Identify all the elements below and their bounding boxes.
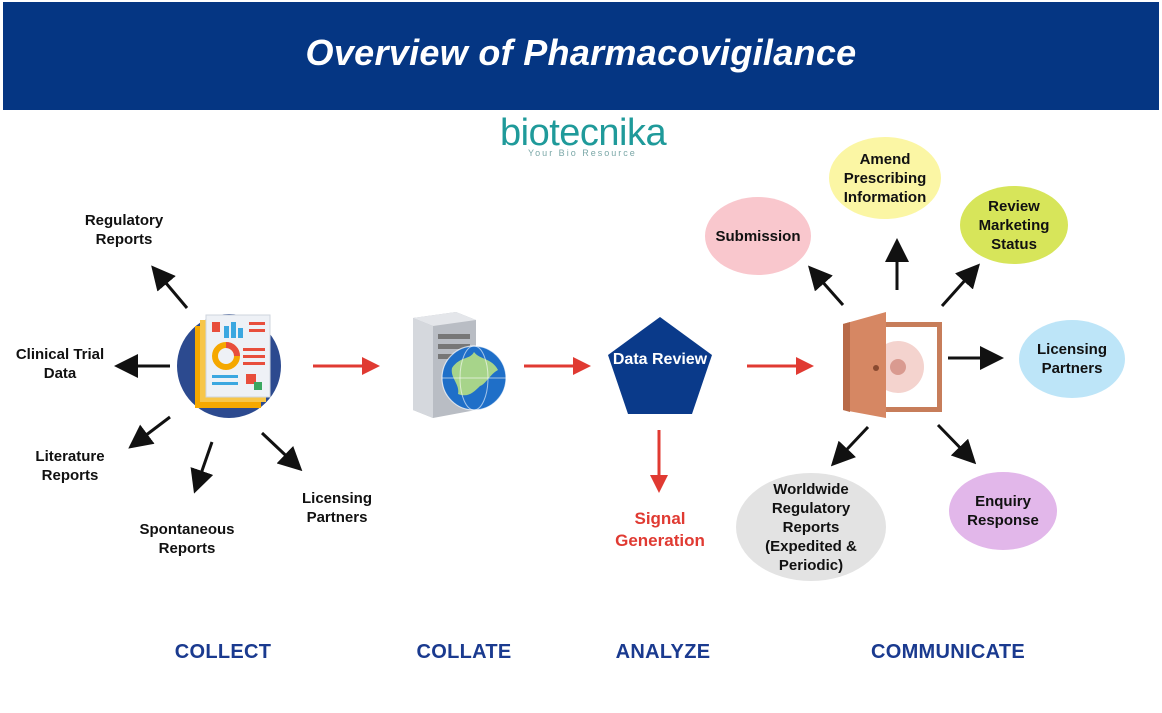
source-clinical-trial-data: Clinical Trial Data [15, 346, 105, 382]
stage-collect: COLLECT [174, 641, 272, 663]
arrow-licensing-partners [260, 431, 303, 472]
bubble-enquiry-response: Enquiry Response [949, 472, 1057, 550]
bubble-review-marketing-label: Review Marketing Status [978, 197, 1050, 253]
bubble-amend-prescribing: Amend Prescribing Information [829, 137, 941, 219]
server-globe-icon [413, 312, 507, 418]
data-review-pentagon [608, 317, 712, 414]
stage-collate: COLLATE [416, 641, 512, 663]
source-licensing-partners: Licensing Partners [301, 490, 372, 526]
report-document-icon [177, 314, 281, 418]
arrow-regulatory-reports [151, 265, 189, 309]
stage-communicate: COMMUNICATE [870, 641, 1026, 663]
bubble-amend-prescribing-label: Amend Prescribing Information [843, 150, 927, 206]
source-regulatory-reports: Regulatory Reports [84, 212, 164, 248]
page-title: Overview of Pharmacovigilance [305, 32, 857, 73]
stage-analyze: ANALYZE [615, 641, 711, 663]
source-spontaneous-reports: Spontaneous Reports [139, 521, 235, 557]
source-literature-reports: Literature Reports [35, 448, 105, 484]
data-review-label: Data Review [612, 351, 708, 368]
bubble-worldwide-reports: Worldwide Regulatory Reports (Expedited … [736, 473, 886, 581]
logo-wordmark: biotecnika [500, 112, 667, 154]
arrow-spontaneous-reports [190, 441, 214, 494]
bubble-submission-label: Submission [715, 227, 801, 245]
signal-generation-label: Signal Generation [615, 509, 705, 550]
biotecnika-logo: biotecnika Your Bio Resource [498, 110, 688, 170]
bubble-licensing-partners-label: Licensing Partners [1036, 341, 1107, 377]
bubble-enquiry-response-label: Enquiry Response [967, 493, 1039, 529]
bubble-worldwide-reports-label: Worldwide Regulatory Reports (Expedited … [765, 480, 857, 574]
bubble-submission: Submission [705, 197, 811, 275]
arrow-worldwide-reports [830, 425, 870, 467]
bubble-licensing-partners: Licensing Partners [1019, 320, 1125, 398]
header-banner: Overview of Pharmacovigilance [3, 2, 1159, 110]
open-door-icon [843, 312, 942, 418]
arrow-submission [808, 265, 845, 306]
logo-tagline: Your Bio Resource [528, 148, 637, 158]
arrow-literature-reports [128, 415, 171, 449]
arrow-review-marketing [940, 263, 981, 308]
bubble-review-marketing: Review Marketing Status [960, 186, 1068, 264]
arrow-enquiry-response [936, 423, 977, 465]
